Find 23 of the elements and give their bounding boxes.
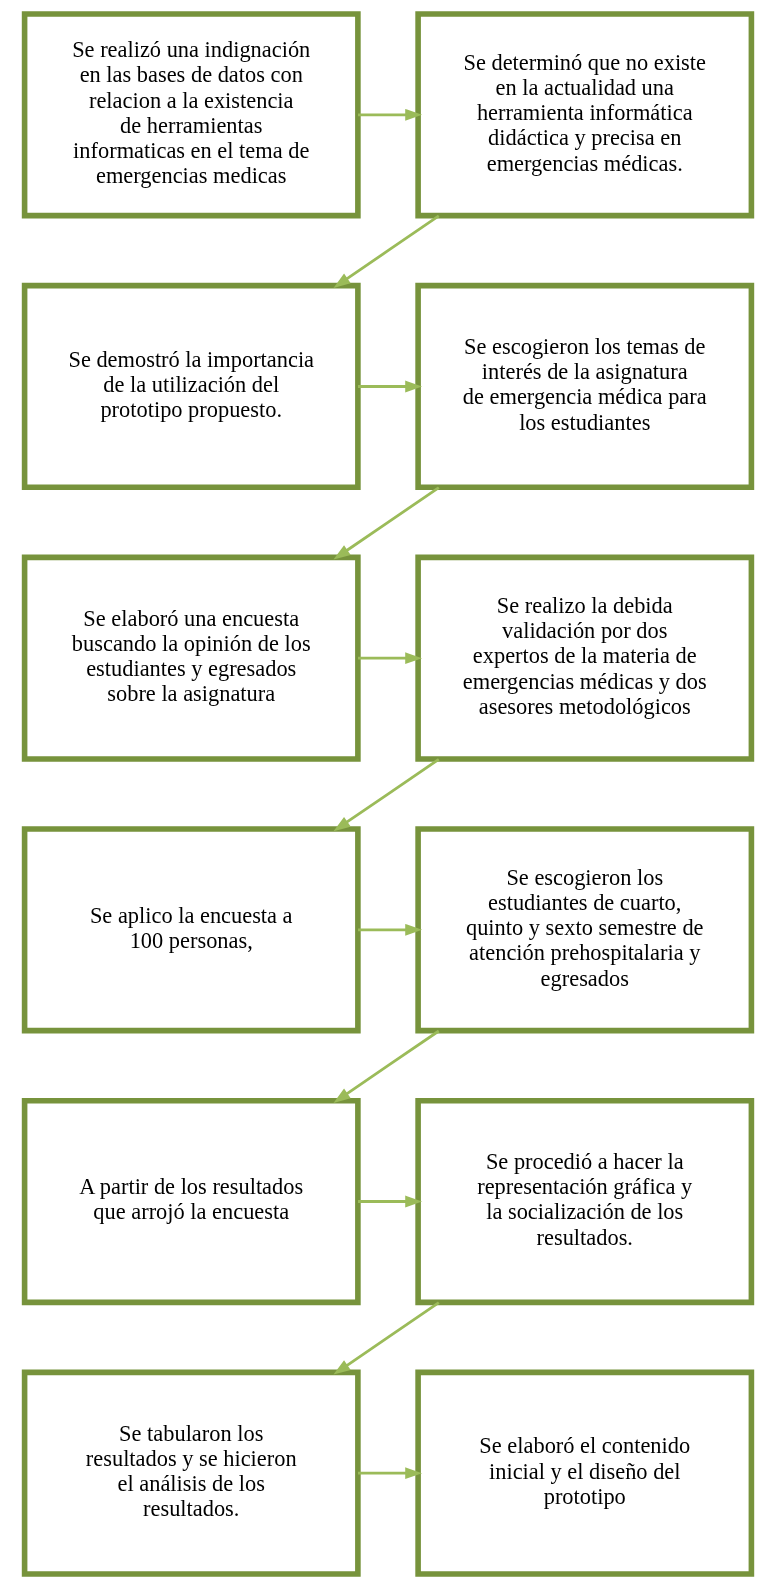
node-box: Se escogieron los estudiantes de cuarto, quinto y sexto semestre de atención prehospitalaria y egresados <box>414 826 754 1034</box>
node-box: Se determinó que no existe en la actualidad una herramienta informática didáctica y precisa en emergencias médicas. <box>414 11 754 219</box>
node-box: Se elaboró el contenido inicial y el diseño del prototipo <box>414 1369 754 1577</box>
arrow <box>357 1467 422 1480</box>
arrow <box>357 380 422 393</box>
arrow <box>333 486 440 560</box>
node-box: Se escogieron los temas de interés de la asignatura de emergencia médica para los estudiantes <box>414 282 754 491</box>
arrow <box>333 1301 440 1375</box>
node-box: Se realizó una indignación en las bases de datos con relacion a la existencia de herramientas informaticas en el tema de emergencias medicas <box>21 11 361 219</box>
node-box: Se realizo la debida validación por dos expertos de la materia de emergencias médicas y dos asesores metodológicos <box>414 554 754 762</box>
arrow <box>333 758 440 832</box>
arrow <box>357 923 422 936</box>
node-box: Se tabularon los resultados y se hicieron el análisis de los resultados. <box>21 1369 361 1577</box>
arrow <box>357 652 422 665</box>
arrow <box>333 1029 440 1103</box>
node-box: Se procedió a hacer la representación gráfica y la socialización de los resultados. <box>414 1097 754 1306</box>
node-box: A partir de los resultados que arrojó la encuesta <box>21 1097 361 1306</box>
arrow <box>357 1195 422 1208</box>
arrow <box>357 108 422 121</box>
node-box: Se aplico la encuesta a 100 personas, <box>21 826 361 1034</box>
node-box: Se demostró la importancia de la utilización del prototipo propuesto. <box>21 282 361 491</box>
arrow <box>333 214 440 288</box>
node-box: Se elaboró una encuesta buscando la opinión de los estudiantes y egresados sobre la asignatura <box>21 554 361 762</box>
